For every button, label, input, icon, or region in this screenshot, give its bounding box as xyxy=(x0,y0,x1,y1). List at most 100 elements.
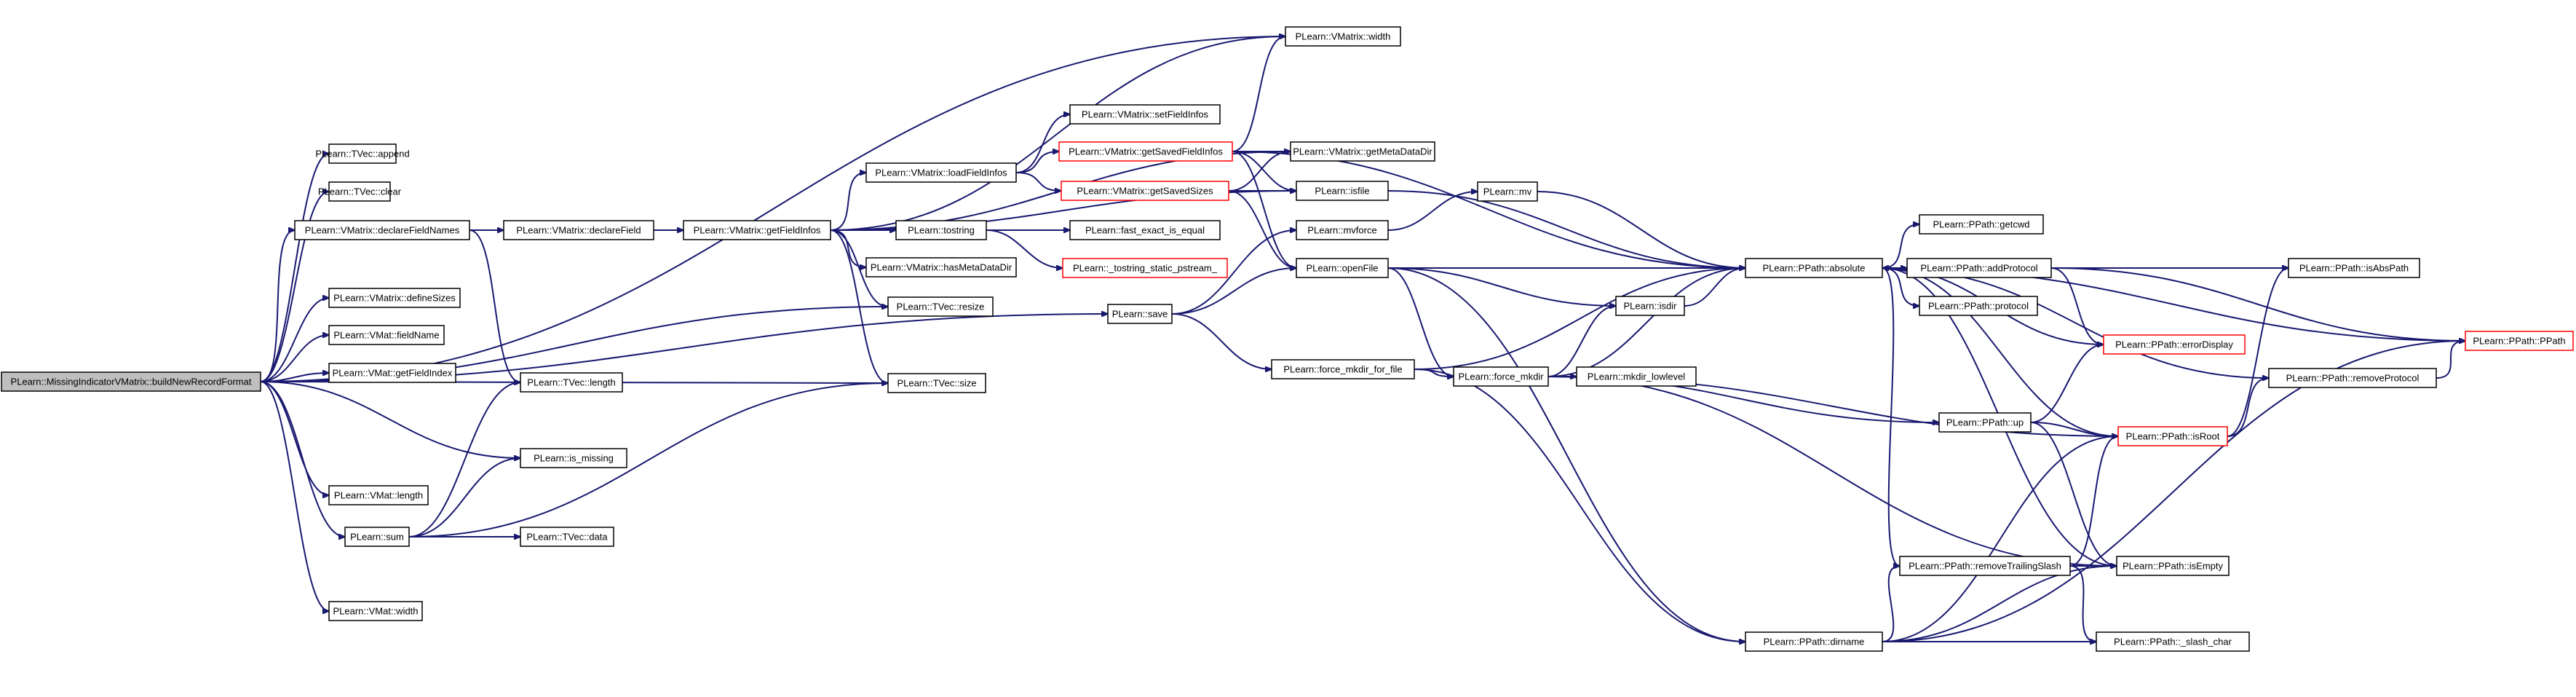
graph-node[interactable]: PLearn::TVec::append xyxy=(315,143,410,164)
node-box[interactable] xyxy=(1296,258,1389,278)
graph-node[interactable]: PLearn::is_missing xyxy=(520,448,627,468)
graph-node[interactable]: PLearn::PPath::dirname xyxy=(1745,631,1883,652)
graph-node[interactable]: PLearn::isdir xyxy=(1615,296,1685,316)
graph-node[interactable]: PLearn::mkdir_lowlevel xyxy=(1576,366,1697,387)
node-box[interactable] xyxy=(1745,631,1883,652)
graph-node[interactable]: PLearn::TVec::clear xyxy=(318,181,402,202)
graph-node[interactable]: PLearn::fast_exact_is_equal xyxy=(1069,220,1221,240)
graph-node[interactable]: PLearn::VMatrix::getSavedFieldInfos xyxy=(1058,141,1233,162)
node-box[interactable] xyxy=(1061,181,1229,201)
node-box[interactable] xyxy=(1745,258,1883,278)
graph-node[interactable]: PLearn::PPath::isRoot xyxy=(2117,426,2228,446)
graph-node[interactable]: PLearn::VMatrix::hasMetaDataDir xyxy=(865,257,1017,277)
node-box[interactable] xyxy=(294,220,470,240)
graph-node[interactable]: PLearn::save xyxy=(1107,304,1173,324)
graph-node[interactable]: PLearn::VMat::length xyxy=(328,485,429,505)
graph-node[interactable]: PLearn::PPath::removeProtocol xyxy=(2268,368,2437,388)
graph-node[interactable]: PLearn::PPath::absolute xyxy=(1745,258,1883,278)
graph-node[interactable]: PLearn::sum xyxy=(344,527,410,547)
node-box[interactable] xyxy=(1899,556,2071,576)
graph-node[interactable]: PLearn::mv xyxy=(1477,181,1538,202)
node-box[interactable] xyxy=(1069,220,1221,240)
graph-node[interactable]: PLearn::_tostring_static_pstream_ xyxy=(1062,258,1228,278)
node-box[interactable] xyxy=(865,162,1017,183)
node-box[interactable] xyxy=(328,485,429,505)
graph-node[interactable]: PLearn::TVec::size xyxy=(887,373,986,393)
graph-node[interactable]: PLearn::VMatrix::declareField xyxy=(503,220,654,240)
node-box[interactable] xyxy=(2465,331,2574,351)
node-box[interactable] xyxy=(887,296,994,317)
node-box[interactable] xyxy=(1919,214,2044,235)
root-node-box[interactable] xyxy=(1,371,261,392)
node-box[interactable] xyxy=(328,181,391,202)
graph-node[interactable]: PLearn::PPath::addProtocol xyxy=(1906,258,2052,278)
graph-node[interactable]: PLearn::VMatrix::defineSizes xyxy=(328,288,461,308)
graph-node[interactable]: PLearn::VMat::fieldName xyxy=(328,325,445,345)
node-box[interactable] xyxy=(1271,359,1415,379)
graph-node[interactable]: PLearn::VMatrix::loadFieldInfos xyxy=(865,162,1017,183)
node-box[interactable] xyxy=(1107,304,1173,324)
graph-node[interactable]: PLearn::force_mkdir_for_file xyxy=(1271,359,1415,379)
node-box[interactable] xyxy=(1906,258,2052,278)
node-box[interactable] xyxy=(1919,296,2038,316)
node-box[interactable] xyxy=(328,363,456,383)
node-box[interactable] xyxy=(895,220,987,240)
node-box[interactable] xyxy=(1285,26,1401,47)
graph-node[interactable]: PLearn::VMatrix::width xyxy=(1285,26,1401,47)
graph-node[interactable]: PLearn::PPath::getcwd xyxy=(1919,214,2044,235)
node-box[interactable] xyxy=(2117,426,2228,446)
graph-node[interactable]: PLearn::isfile xyxy=(1296,181,1389,201)
node-box[interactable] xyxy=(1615,296,1685,316)
node-box[interactable] xyxy=(1058,141,1233,162)
graph-node[interactable]: PLearn::VMatrix::getMetaDataDir xyxy=(1290,141,1435,162)
node-box[interactable] xyxy=(2103,334,2246,355)
node-box[interactable] xyxy=(520,372,623,393)
graph-node[interactable]: PLearn::TVec::data xyxy=(520,527,614,547)
node-box[interactable] xyxy=(2268,368,2437,388)
node-box[interactable] xyxy=(1062,258,1228,278)
graph-node[interactable]: PLearn::tostring xyxy=(895,220,987,240)
graph-node[interactable]: PLearn::PPath::isEmpty xyxy=(2116,556,2230,576)
graph-node[interactable]: PLearn::VMatrix::setFieldInfos xyxy=(1069,104,1221,125)
node-box[interactable] xyxy=(328,601,423,621)
node-box[interactable] xyxy=(865,257,1017,277)
graph-node[interactable]: PLearn::MissingIndicatorVMatrix::buildNe… xyxy=(1,371,261,392)
graph-node[interactable]: PLearn::mvforce xyxy=(1296,220,1389,240)
graph-node[interactable]: PLearn::openFile xyxy=(1296,258,1389,278)
graph-node[interactable]: PLearn::force_mkdir xyxy=(1453,366,1549,387)
node-box[interactable] xyxy=(2116,556,2230,576)
graph-node[interactable]: PLearn::VMatrix::getSavedSizes xyxy=(1061,181,1229,201)
graph-node[interactable]: PLearn::PPath::up xyxy=(1938,412,2032,433)
node-box[interactable] xyxy=(1938,412,2032,433)
node-box[interactable] xyxy=(887,373,986,393)
node-box[interactable] xyxy=(328,143,397,164)
graph-node[interactable]: PLearn::TVec::resize xyxy=(887,296,994,317)
node-box[interactable] xyxy=(683,220,831,240)
node-box[interactable] xyxy=(2096,631,2250,652)
node-box[interactable] xyxy=(520,527,614,547)
node-box[interactable] xyxy=(2288,258,2420,278)
node-box[interactable] xyxy=(1296,181,1389,201)
graph-node[interactable]: PLearn::VMat::getFieldIndex xyxy=(328,363,456,383)
graph-node[interactable]: PLearn::PPath::_slash_char xyxy=(2096,631,2250,652)
graph-node[interactable]: PLearn::PPath::errorDisplay xyxy=(2103,334,2246,355)
graph-node[interactable]: PLearn::PPath::isAbsPath xyxy=(2288,258,2420,278)
node-box[interactable] xyxy=(1296,220,1389,240)
graph-node[interactable]: PLearn::TVec::length xyxy=(520,372,623,393)
node-box[interactable] xyxy=(328,325,445,345)
node-box[interactable] xyxy=(1069,104,1221,125)
node-box[interactable] xyxy=(1576,366,1697,387)
graph-node[interactable]: PLearn::VMatrix::declareFieldNames xyxy=(294,220,470,240)
node-box[interactable] xyxy=(328,288,461,308)
node-box[interactable] xyxy=(520,448,627,468)
graph-node[interactable]: PLearn::VMatrix::getFieldInfos xyxy=(683,220,831,240)
node-box[interactable] xyxy=(1290,141,1435,162)
node-box[interactable] xyxy=(1453,366,1549,387)
node-box[interactable] xyxy=(503,220,654,240)
graph-node[interactable]: PLearn::PPath::protocol xyxy=(1919,296,2038,316)
graph-node[interactable]: PLearn::VMat::width xyxy=(328,601,423,621)
node-box[interactable] xyxy=(344,527,410,547)
graph-node[interactable]: PLearn::PPath::PPath xyxy=(2465,331,2574,351)
node-box[interactable] xyxy=(1477,181,1538,202)
graph-node[interactable]: PLearn::PPath::removeTrailingSlash xyxy=(1899,556,2071,576)
